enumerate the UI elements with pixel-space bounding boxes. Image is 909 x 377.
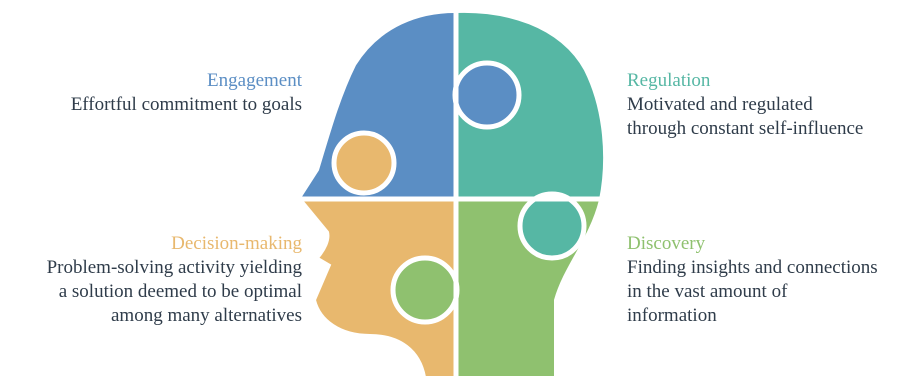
regulation-label: Regulation Motivated and regulated throu… — [627, 69, 907, 141]
knob-engagement-to-regulation — [455, 63, 519, 127]
regulation-description: Motivated and regulated through constant… — [627, 94, 864, 139]
discovery-title: Discovery — [627, 233, 706, 254]
decision-title: Decision-making — [171, 233, 302, 254]
discovery-description: Finding insights and connections in the … — [627, 257, 878, 326]
engagement-description: Effortful commitment to goals — [70, 94, 302, 115]
knob-decision-to-engagement — [334, 133, 394, 193]
knob-regulation-to-discovery — [520, 194, 584, 258]
knob-discovery-to-decision — [393, 258, 457, 322]
discovery-label: Discovery Finding insights and connectio… — [627, 232, 907, 328]
regulation-title: Regulation — [627, 70, 711, 91]
engagement-title: Engagement — [207, 70, 302, 91]
engagement-label: Engagement Effortful commitment to goals — [40, 69, 302, 117]
decision-label: Decision-making Problem-solving activity… — [10, 232, 302, 328]
decision-description: Problem-solving activity yielding a solu… — [46, 257, 302, 326]
